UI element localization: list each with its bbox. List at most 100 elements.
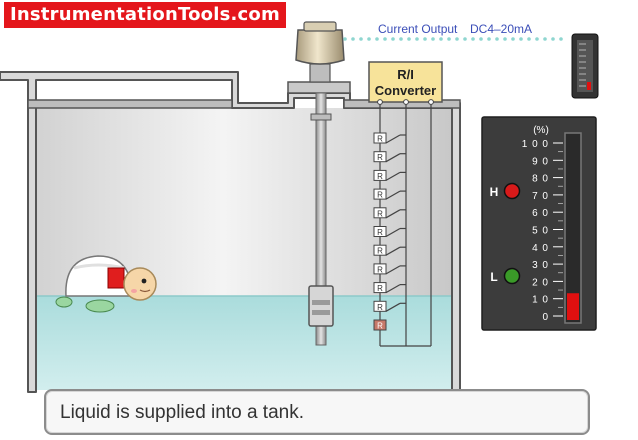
signal-dot (447, 37, 451, 41)
turtle-mascot (55, 255, 157, 313)
gauge-tick-label: 0 (542, 312, 549, 323)
reed-switch (385, 134, 401, 144)
terminal (377, 99, 383, 105)
resistor-label: R (377, 209, 383, 218)
ri-converter: R/I Converter (368, 61, 443, 103)
low-alarm-lamp (503, 267, 521, 285)
gauge-scale: 1 0 09 08 07 06 05 04 03 02 01 00 (522, 139, 563, 323)
reed-switch (385, 153, 401, 163)
signal-line (343, 37, 563, 41)
float (308, 285, 334, 327)
signal-dot (343, 37, 347, 41)
signal-dot (367, 37, 371, 41)
signal-dot (463, 37, 467, 41)
signal-dot (359, 37, 363, 41)
gauge-tick-label: 1 0 0 (522, 139, 549, 150)
signal-dot (383, 37, 387, 41)
resistor (373, 207, 387, 219)
resistor (373, 226, 387, 237)
sensor-rod (315, 92, 327, 346)
signal-dot (375, 37, 379, 41)
turtle-shell-stripe (73, 263, 125, 270)
output-label: Current Output (378, 22, 458, 36)
sensor-flange (287, 81, 351, 94)
resistor-label: R (377, 191, 383, 200)
sensor-rod-clamp (310, 113, 332, 121)
resistor (373, 244, 387, 256)
signal-dot (407, 37, 411, 41)
alarm-indicators: HL (490, 182, 521, 285)
turtle-head (123, 267, 157, 301)
gauge-tick-label: 3 0 (532, 260, 549, 271)
watermark-logo: InstrumentationTools.com (4, 2, 286, 28)
turtle-flipper (85, 299, 115, 313)
resistor-label: R (377, 284, 383, 293)
signal-dot (439, 37, 443, 41)
signal-dot (527, 37, 531, 41)
turtle-mouth (139, 289, 151, 293)
float-band-2 (312, 310, 330, 315)
signal-dot (495, 37, 499, 41)
output-value: DC4–20mA (470, 22, 532, 36)
turtle-shell-badge (107, 267, 125, 289)
sensor-head-cap (303, 21, 337, 32)
resistor-label: R (377, 228, 383, 237)
signal-dot (511, 37, 515, 41)
gauge-tube (564, 132, 582, 324)
transmitter-bar (587, 82, 591, 90)
gauge-tick-label: 2 0 (532, 277, 549, 288)
resistor (373, 151, 387, 163)
signal-dot (519, 37, 523, 41)
resistor (373, 282, 387, 294)
resistor-label: R (377, 265, 383, 274)
resistor (373, 300, 387, 312)
signal-dot (535, 37, 539, 41)
reed-switch (385, 227, 401, 238)
sensor-head (295, 29, 345, 65)
caption-text: Liquid is supplied into a tank. (60, 402, 304, 423)
signal-dot (471, 37, 475, 41)
terminal (403, 99, 409, 105)
signal-dot (431, 37, 435, 41)
signal-dot (399, 37, 403, 41)
signal-dot (351, 37, 355, 41)
transmitter-window (577, 40, 593, 92)
gauge-tick-label: 7 0 (532, 191, 549, 202)
level-sensor (287, 21, 351, 346)
signal-dot (543, 37, 547, 41)
gauge-tick-label: 8 0 (532, 174, 549, 185)
gauge-tick-label: 6 0 (532, 208, 549, 219)
level-panel: (%) 1 0 09 08 07 06 05 04 03 02 01 00 HL (481, 116, 597, 331)
terminal (428, 99, 434, 105)
resistor-label: R (377, 303, 383, 312)
signal-dot (415, 37, 419, 41)
turtle-eye (141, 278, 147, 284)
reed-switch (385, 265, 401, 275)
reed-switch (385, 284, 401, 294)
reed-switch (385, 209, 401, 219)
signal-dot (479, 37, 483, 41)
gauge-tick-label: 9 0 (532, 156, 549, 167)
resistor-label: R (377, 153, 383, 162)
resistor-label: R (377, 172, 383, 181)
resistor-label: R (377, 322, 383, 331)
caption-box: Liquid is supplied into a tank. (44, 389, 590, 435)
gauge-tick-label: 5 0 (532, 226, 549, 237)
indicator-label: L (490, 270, 497, 284)
tank (0, 71, 461, 393)
signal-dot (551, 37, 555, 41)
gauge-unit: (%) (533, 125, 549, 136)
converter-line1: R/I (397, 67, 414, 82)
resistor (373, 263, 387, 275)
resistor (373, 188, 387, 200)
turtle-flipper-rear (55, 296, 73, 308)
gauge-tick-label: 4 0 (532, 243, 549, 254)
signal-dot (559, 37, 563, 41)
converter-line2: Converter (375, 83, 436, 98)
signal-dot (503, 37, 507, 41)
signal-dot (423, 37, 427, 41)
signal-dot (391, 37, 395, 41)
reed-switch (385, 190, 401, 200)
reed-switch (385, 171, 401, 181)
